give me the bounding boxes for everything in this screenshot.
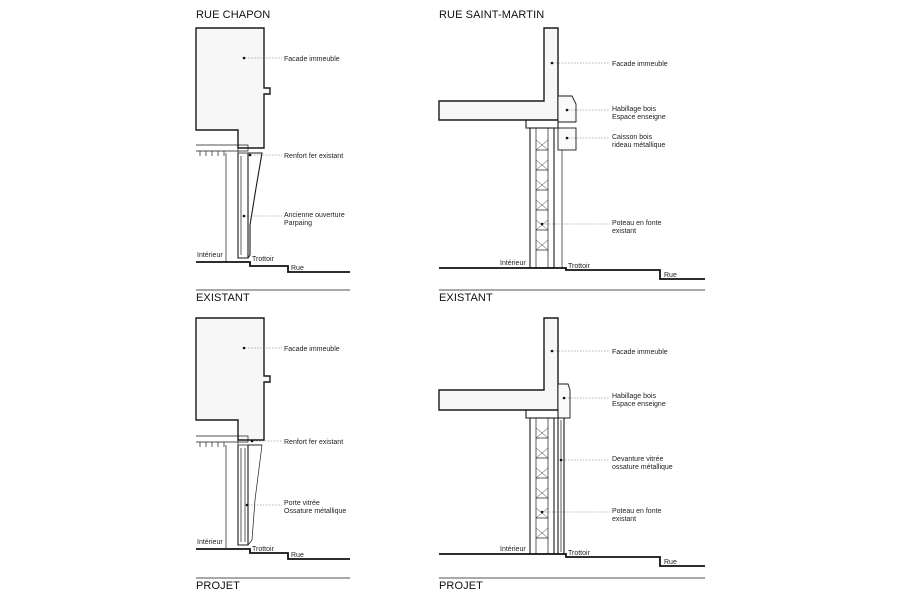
panel-caption: EXISTANT [439, 292, 493, 304]
panel-rue-saint-martin-existant: RUE SAINT-MARTIN [438, 9, 705, 304]
leaders [242, 56, 282, 218]
label-trottoir: Trottoir [252, 256, 275, 263]
label-poteau: Poteau en fonte [612, 220, 662, 227]
leaders [242, 346, 282, 507]
label-interieur: Intérieur [500, 546, 526, 553]
label-devanture: Devanture vitrée [612, 456, 663, 463]
label-trottoir: Trottoir [568, 550, 591, 557]
poteau-fonte [529, 417, 555, 555]
label-trottoir: Trottoir [252, 546, 275, 553]
panel-rue-chapon-projet: Facade immeuble Renfort fer existant Por… [195, 317, 350, 592]
label-ossature: ossature métallique [612, 464, 673, 471]
label-rue: Rue [664, 559, 677, 566]
panel-heading: RUE CHAPON [196, 9, 270, 21]
habillage-bois [557, 383, 571, 419]
poteau-capital [525, 409, 559, 419]
panel-heading: RUE SAINT-MARTIN [439, 9, 544, 21]
label-facade: Facade immeuble [284, 56, 340, 63]
facade-wall [195, 27, 271, 149]
label-facade: Facade immeuble [612, 349, 668, 356]
label-interieur: Intérieur [500, 260, 526, 267]
panel-caption: EXISTANT [196, 292, 250, 304]
parpaing-infill [225, 152, 263, 262]
facade-wall [438, 317, 559, 411]
label-interieur: Intérieur [197, 539, 223, 546]
ground-line [439, 553, 705, 567]
poteau-capital [525, 119, 559, 129]
label-interieur: Intérieur [197, 252, 223, 259]
label-poteau: Poteau en fonte [612, 508, 662, 515]
label-renfort: Renfort fer existant [284, 439, 343, 446]
porte-vitree [225, 444, 263, 548]
leaders [540, 61, 610, 226]
devanture-vitree [557, 418, 565, 554]
label-facade: Facade immeuble [284, 346, 340, 353]
label-poteau-existant: existant [612, 228, 636, 235]
leaders [540, 349, 610, 514]
ground-line [439, 267, 705, 280]
panel-rue-saint-martin-projet: Facade immeuble Habillage bois Espace en… [438, 317, 705, 592]
label-caisson: Caisson bois [612, 134, 653, 141]
panel-caption: PROJET [196, 580, 240, 592]
label-habillage: Habillage bois [612, 393, 656, 400]
panel-rue-chapon-existant: RUE CHAPON Facade immeuble Renfort fer e… [195, 9, 350, 304]
poteau-fonte [529, 127, 563, 269]
ground-line [196, 261, 350, 273]
label-rue: Rue [291, 265, 304, 272]
label-rideau: rideau métallique [612, 142, 665, 149]
label-enseigne: Espace enseigne [612, 114, 666, 121]
ground-line [196, 548, 350, 560]
label-rue: Rue [664, 272, 677, 279]
label-renfort: Renfort fer existant [284, 153, 343, 160]
label-rue: Rue [291, 552, 304, 559]
label-porte: Porte vitrée [284, 500, 320, 507]
label-ouverture: Ancienne ouverture [284, 212, 345, 219]
label-trottoir: Trottoir [568, 263, 591, 270]
panel-caption: PROJET [439, 580, 483, 592]
label-enseigne: Espace enseigne [612, 401, 666, 408]
facade-wall [195, 317, 271, 441]
label-parpaing: Parpaing [284, 220, 312, 227]
facade-wall [438, 27, 559, 121]
label-facade: Facade immeuble [612, 61, 668, 68]
label-poteau-existant: existant [612, 516, 636, 523]
label-ossature: Ossature métallique [284, 508, 346, 515]
label-habillage: Habillage bois [612, 106, 656, 113]
